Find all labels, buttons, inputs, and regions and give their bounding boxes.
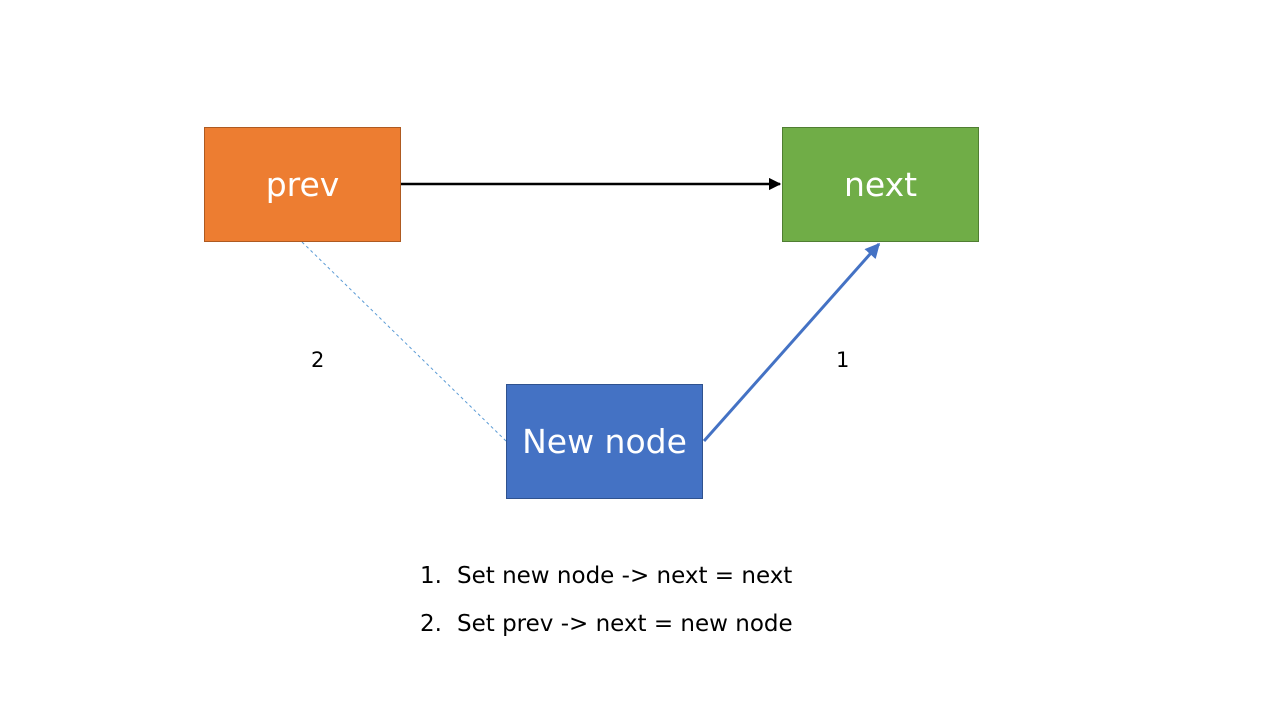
prev-node-label: prev bbox=[265, 165, 340, 204]
edge-new-node-to-next bbox=[702, 242, 881, 442]
step-item-2: 2. Set prev -> next = new node bbox=[420, 600, 793, 648]
edge-step-label-1: 1 bbox=[836, 348, 850, 372]
step-number-2: 2. bbox=[420, 611, 442, 637]
next-node: next bbox=[782, 127, 979, 242]
prev-node: prev bbox=[204, 127, 401, 242]
edge-step-label-2: 2 bbox=[311, 348, 325, 372]
step-text-2: Set prev -> next = new node bbox=[457, 611, 793, 637]
step-item-1: 1. Set new node -> next = next bbox=[420, 552, 793, 600]
new-node: New node bbox=[506, 384, 703, 499]
next-node-label: next bbox=[843, 165, 918, 204]
new-node-label: New node bbox=[522, 422, 687, 461]
steps-list: 1. Set new node -> next = next 2. Set pr… bbox=[420, 552, 793, 648]
edge-prev-to-new-node-dashed bbox=[301, 241, 507, 442]
step-number-1: 1. bbox=[420, 563, 442, 589]
step-text-1: Set new node -> next = next bbox=[457, 563, 793, 589]
